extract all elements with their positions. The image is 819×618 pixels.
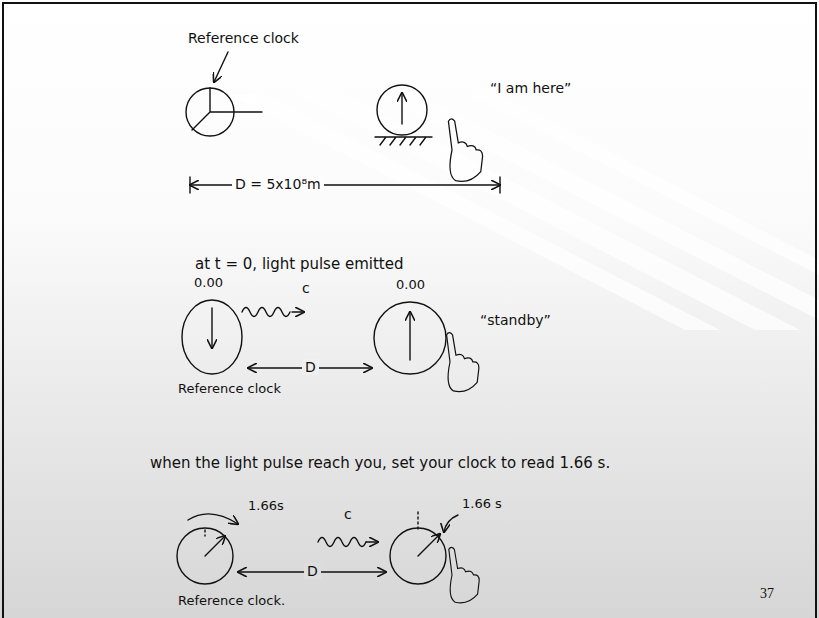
pulse-arrow: [366, 541, 378, 542]
clock-hands: [192, 88, 262, 130]
pointing-hand: [447, 333, 479, 392]
speech-text: “standby”: [480, 312, 551, 328]
pointing-hand: [449, 547, 479, 603]
ground-hatch: [375, 137, 432, 145]
step-note: when the light pulse reach you, set your…: [150, 455, 610, 472]
step-note: at t = 0, light pulse emitted: [195, 256, 403, 273]
clock-face: [390, 528, 446, 584]
clock-reading: 0.00: [396, 278, 425, 293]
hand-drawing: [177, 52, 500, 603]
clock-reading: 1.66s: [248, 499, 284, 514]
clock-reading: 1.66 s: [462, 497, 502, 512]
pointer-arrow: [444, 515, 458, 532]
clock-reading: 0.00: [194, 276, 223, 291]
pointing-hand: [448, 119, 482, 181]
dotted-mark: [204, 530, 205, 536]
rotation-arrow: [188, 514, 238, 524]
clock-hand: [211, 308, 212, 348]
clock-hand: [409, 312, 410, 360]
clock-face: [182, 300, 242, 374]
clock-face: [374, 302, 446, 374]
clock-hand: [401, 93, 402, 124]
clock-label: Reference clock: [178, 382, 281, 397]
dimension-label: D: [304, 563, 321, 579]
slide-frame: [3, 3, 816, 618]
pulse-arrow: [292, 311, 304, 312]
clock-hand: [418, 534, 440, 556]
light-pulse: [242, 308, 290, 317]
light-pulse: [318, 538, 366, 547]
clock-face: [177, 528, 233, 584]
dimension-label: D: [302, 359, 319, 375]
clock-face: [377, 85, 427, 135]
diagonal-stripes: [230, 95, 819, 330]
speed-label: c: [302, 280, 310, 296]
speed-label: c: [344, 506, 352, 522]
dimension-label: D = 5x10⁸m: [232, 176, 324, 192]
dotted-mark: [417, 512, 418, 530]
clock-hand: [205, 536, 225, 556]
page-number: 37: [760, 586, 774, 602]
clock-label: Reference clock: [188, 30, 299, 46]
speech-text: “I am here”: [490, 80, 571, 96]
clock-label: Reference clock.: [178, 594, 285, 609]
dimension-ticks: [190, 177, 500, 193]
pointer-arrow: [214, 52, 228, 82]
